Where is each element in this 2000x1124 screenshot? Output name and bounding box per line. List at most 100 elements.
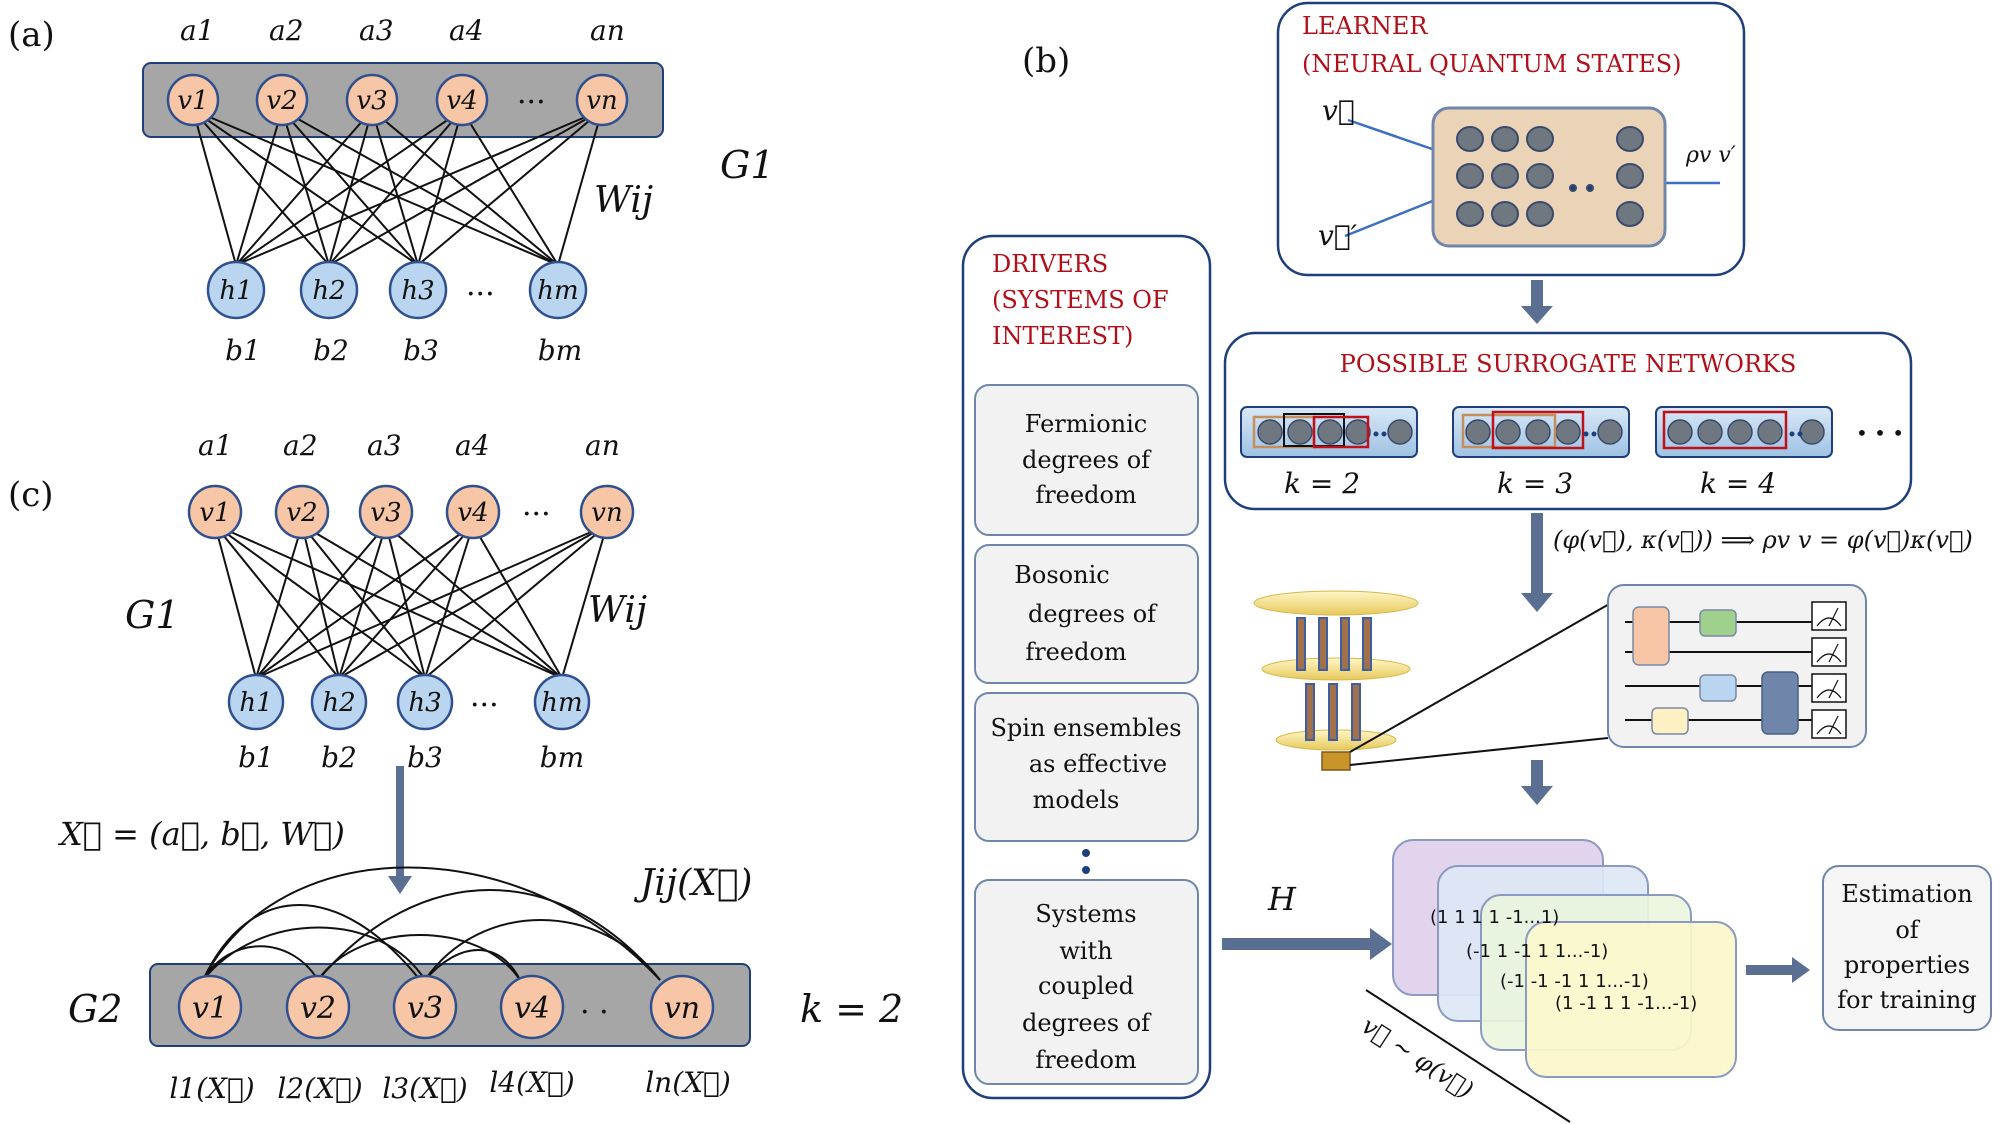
driver-text: as effective (1029, 750, 1167, 778)
visible-node (435, 73, 489, 127)
node-label: h2 (322, 688, 355, 718)
arrow-head (388, 876, 412, 894)
driver-spin (974, 692, 1199, 842)
nqs-neurons (1456, 126, 1644, 227)
estimation-text: Estimation (1841, 880, 1972, 908)
node-label: hm (541, 688, 582, 718)
bias-an: an (585, 429, 620, 462)
bias-a3: a3 (367, 429, 402, 462)
visible-nodes-a: v1 v2 v3 v4 vn ··· (166, 73, 629, 127)
local-field: l2(X⃗) (277, 1072, 362, 1105)
g2-node (392, 974, 458, 1040)
node-label: v3 (370, 498, 401, 528)
learner-output-rho: ρv v′ (1685, 143, 1736, 168)
quantum-circuit (1607, 584, 1867, 748)
bias-a4: a4 (455, 429, 490, 462)
estimation-text: for training (1837, 986, 1977, 1014)
ellipsis-g2: · · (580, 995, 609, 1030)
driver-text: coupled (1038, 972, 1134, 1000)
ellipsis-c-top: ··· (522, 497, 551, 532)
node-label: v3 (407, 991, 443, 1026)
arrow-head (1521, 593, 1553, 612)
arrow-head (1521, 786, 1553, 805)
ellipsis-a-top: ··· (517, 85, 546, 120)
local-field: ln(X⃗) (645, 1066, 731, 1099)
learner-input-vprime: v⃗′ (1318, 219, 1358, 252)
driver-text: degrees of (1028, 600, 1158, 628)
surrogate-k4 (1655, 406, 1833, 458)
k-value: k = 3 (1497, 467, 1573, 500)
panel-label-b: (b) (1022, 41, 1070, 81)
visible-node (255, 73, 309, 127)
rbm-edges-a (192, 109, 603, 266)
map-label: (φ(v⃗), κ(v⃗)) ⟹ ρv v = φ(v⃗)κ(v⃗) (1553, 526, 1973, 554)
quantum-device-icon (1253, 590, 1419, 771)
panel-b: LEARNER (NEURAL QUANTUM STATES) v⃗ v⃗′ ρ… (961, 1, 1992, 1123)
visible-nodes-c: v1 v2 v3 v4 vn ··· (187, 484, 635, 540)
node-label: v2 (300, 991, 336, 1026)
visible-biases-a: a1 a2 a3 a4 an (180, 14, 625, 47)
surrogate-title: POSSIBLE SURROGATE NETWORKS (1340, 350, 1797, 378)
driver-text: degrees of (1022, 1009, 1152, 1037)
sample-config: (-1 1 -1 1 1...-1) (1466, 941, 1608, 962)
arrow-to-g2 (396, 766, 404, 878)
visible-node (358, 484, 414, 540)
driver-text: freedom (1025, 638, 1127, 666)
driver-text: with (1059, 937, 1112, 965)
sample-config: (-1 -1 -1 1 1...-1) (1500, 971, 1649, 992)
bias-a2: a2 (283, 429, 318, 462)
driver-bosonic (974, 544, 1199, 684)
arrow-head (1521, 306, 1553, 324)
node-label: h2 (312, 276, 345, 306)
visible-node (579, 484, 635, 540)
bias-b3: b3 (407, 741, 443, 774)
param-label: X⃗ = (a⃗, b⃗, W⃗) (57, 815, 345, 853)
node-label: v2 (286, 498, 317, 528)
surrogate-ellipsis: • • • (1856, 421, 1904, 445)
bias-an: an (590, 14, 625, 47)
node-label: vn (591, 498, 622, 528)
node-label: v1 (177, 86, 208, 116)
hidden-node (528, 260, 588, 320)
hidden-node (206, 260, 266, 320)
hidden-node (227, 673, 285, 731)
node-label: v4 (446, 86, 477, 116)
arrow-estimate (1746, 965, 1794, 975)
node-label: hm (537, 276, 578, 306)
drivers-title-line: INTEREST) (992, 322, 1133, 350)
visible-node (445, 484, 501, 540)
node-label: v1 (192, 991, 228, 1026)
hidden-nodes-a: h1 h2 h3 hm ··· (206, 260, 588, 320)
bias-a4: a4 (449, 14, 484, 47)
g2-couplings (202, 866, 661, 981)
driver-dot (1082, 866, 1090, 874)
hidden-biases-a: b1 b2 b3 bm (225, 334, 582, 367)
surrogate-k3 (1452, 406, 1630, 458)
node-label: h3 (408, 688, 441, 718)
node-label: h1 (219, 276, 252, 306)
surrogate-k2 (1240, 406, 1418, 458)
local-fields: l1(X⃗) l2(X⃗) l3(X⃗) l4(X⃗) ln(X⃗) (169, 1066, 730, 1105)
node-label: vn (664, 991, 700, 1026)
driver-text: Bosonic (1014, 561, 1109, 589)
bias-a1: a1 (180, 14, 215, 47)
sampling-bracket (1365, 989, 1571, 1123)
driver-text: Spin ensembles (990, 714, 1181, 742)
visible-node (345, 73, 399, 127)
learner-title: LEARNER (1302, 12, 1428, 40)
panel-a: a1 a2 a3 a4 an v1 v2 v3 v4 vn ··· (142, 14, 775, 367)
hidden-biases-c: b1 b2 b3 bm (238, 741, 584, 774)
node-label: v1 (199, 498, 230, 528)
visible-node (187, 484, 243, 540)
sampling-label: v⃗ ~ φ(v⃗) (1357, 1012, 1479, 1105)
hidden-node (533, 673, 591, 731)
k-value: k = 4 (1700, 467, 1776, 500)
ellipsis-a-bottom: ··· (466, 277, 495, 312)
hidden-nodes-c: h1 h2 h3 hm ··· (227, 673, 591, 731)
driver-text: Systems (1035, 900, 1136, 928)
local-field: l1(X⃗) (169, 1072, 254, 1105)
driver-text: Fermionic (1025, 410, 1147, 438)
node-label: h3 (401, 276, 434, 306)
panel-c: a1 a2 a3 a4 an v1 v2 v3 v4 vn ··· (57, 429, 903, 1105)
